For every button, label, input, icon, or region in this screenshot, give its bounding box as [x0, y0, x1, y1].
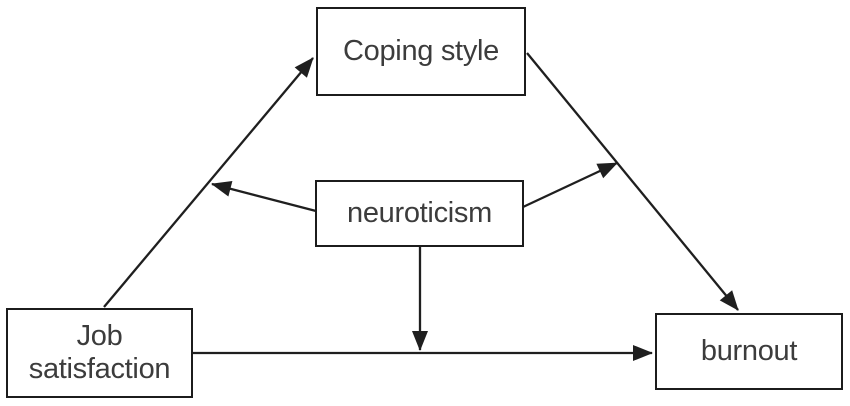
node-burnout: burnout	[655, 313, 843, 390]
arrow-job-satisfaction-to-coping-style	[103, 57, 314, 308]
node-job-satisfaction: Job satisfaction	[6, 308, 193, 398]
node-neuroticism: neuroticism	[315, 180, 524, 247]
arrow-coping-style-to-burnout	[526, 52, 739, 311]
node-neuroticism-label: neuroticism	[347, 196, 492, 229]
node-coping-style-label: Coping style	[343, 34, 499, 67]
node-coping-style: Coping style	[316, 7, 526, 96]
node-job-satisfaction-label: Job satisfaction	[28, 319, 171, 385]
arrow-neuroticism-to-path-js-coping	[211, 181, 317, 213]
arrow-neuroticism-to-path-coping-burnout	[522, 161, 618, 209]
node-burnout-label: burnout	[700, 334, 798, 367]
